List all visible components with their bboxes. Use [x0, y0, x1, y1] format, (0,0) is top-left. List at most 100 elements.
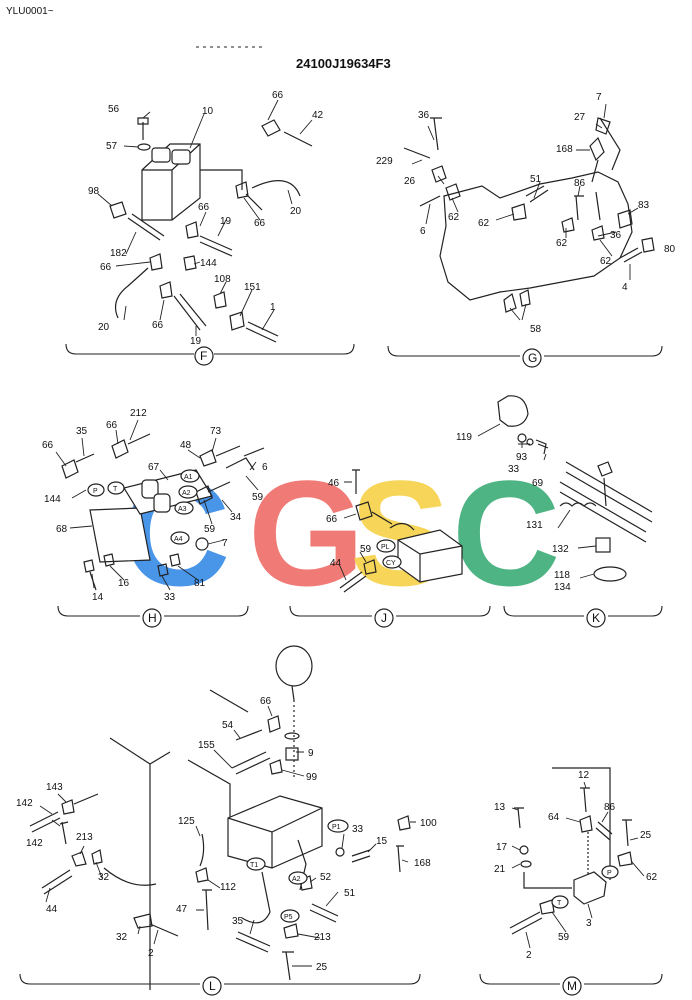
- label-h-81: 81: [194, 578, 206, 589]
- port-h-a4-label: A4: [174, 536, 183, 543]
- port-h-a4: [170, 531, 190, 545]
- label-g-36a: 36: [418, 110, 430, 121]
- washer-93: [517, 433, 527, 443]
- fitting-66-54: [235, 715, 281, 741]
- hose-20-lower: [115, 267, 149, 319]
- section-h-badge: [142, 608, 162, 628]
- bracket-h: [57, 605, 249, 617]
- fitting-2-l: [133, 913, 179, 937]
- fitting-59-h: [195, 485, 213, 505]
- section-g: 7 36 27 229 168 26 51 86 83 6 62 62 62 3…: [376, 92, 676, 368]
- fitting-66-h-left: [61, 453, 95, 479]
- block-3: [573, 871, 607, 905]
- label-l-213b: 213: [314, 932, 331, 943]
- label-f-66b: 66: [198, 202, 210, 213]
- section-j: PL CY 46 66 59 44 J: [289, 469, 491, 628]
- tube-142a: [29, 811, 61, 833]
- label-g-229: 229: [376, 156, 393, 167]
- fitting-62b: [511, 203, 527, 221]
- label-g-36b: 36: [610, 230, 622, 241]
- label-h-16: 16: [118, 578, 130, 589]
- fitting-168: [589, 136, 605, 183]
- section-g-badge: [522, 348, 542, 368]
- tube-51-l: [309, 903, 339, 923]
- label-f-66e: 66: [152, 320, 164, 331]
- label-g-62b: 62: [478, 218, 490, 229]
- port-h-p-label: P: [93, 488, 98, 495]
- fitting-66-left: [149, 253, 163, 271]
- label-g-168: 168: [556, 144, 573, 155]
- section-j-badge: [374, 608, 394, 628]
- nut-81: [169, 553, 181, 567]
- label-h-66b: 66: [106, 420, 118, 431]
- fitting-66-right: [235, 181, 263, 211]
- label-f-42: 42: [312, 110, 324, 121]
- section-m: P T 12 13 86 64 25 17 21 62 59 2 3 M: [479, 767, 663, 996]
- port-h-p: [87, 483, 105, 497]
- clamp-131: [559, 502, 597, 507]
- diagram-title: 24100J19634F3: [296, 56, 391, 71]
- solenoid-1: [141, 479, 159, 499]
- label-h-14: 14: [92, 592, 104, 603]
- label-m-64: 64: [548, 812, 560, 823]
- port-h-t-label: T: [113, 486, 118, 493]
- label-f-1: 1: [270, 302, 276, 313]
- fitting-62d: [591, 225, 605, 241]
- label-h-48: 48: [180, 440, 192, 451]
- port-m-t-label: T: [557, 900, 562, 907]
- tube-25-l: [282, 951, 294, 981]
- label-j-59: 59: [360, 544, 372, 555]
- label-h-212: 212: [130, 408, 147, 419]
- washer-33-k: [526, 438, 534, 446]
- tube-25-m: [622, 819, 632, 847]
- label-f-19b: 19: [190, 336, 202, 347]
- accumulator: [275, 645, 313, 687]
- valve-cap-1: [151, 147, 171, 163]
- label-h-34: 34: [230, 512, 242, 523]
- tube-1: [245, 321, 279, 343]
- bracket-l: [19, 973, 421, 985]
- section-f: 56 10 66 42 57 98 66 20 19 66 182 66 144…: [65, 90, 355, 366]
- label-g-26: 26: [404, 176, 416, 187]
- section-m-letter: M: [567, 979, 577, 993]
- leaders-g: [411, 103, 639, 321]
- tube-168-l: [396, 845, 404, 873]
- valve-cap-2: [171, 149, 191, 165]
- label-m-2: 2: [526, 950, 532, 961]
- label-m-12: 12: [578, 770, 590, 781]
- label-g-62d: 62: [600, 256, 612, 267]
- tube-44-j: [339, 571, 367, 593]
- label-g-58: 58: [530, 324, 542, 335]
- port-l-a2-label: A2: [292, 876, 301, 883]
- label-h-66a: 66: [42, 440, 54, 451]
- port-h-a2-label: A2: [182, 490, 191, 497]
- bolt-12: [580, 787, 590, 813]
- fitting-213-right: [283, 923, 299, 939]
- label-h-73: 73: [210, 426, 222, 437]
- tube-34: [207, 481, 231, 493]
- bolt-14: [83, 559, 97, 591]
- fitting-62-m: [617, 851, 633, 867]
- section-m-badge: [562, 976, 582, 996]
- clamp-k: [597, 461, 613, 507]
- label-m-59: 59: [558, 932, 570, 943]
- rod-229: [403, 147, 431, 159]
- label-j-66: 66: [326, 514, 338, 525]
- rod-6: [419, 195, 441, 207]
- label-m-25: 25: [640, 830, 652, 841]
- label-k-132: 132: [552, 544, 569, 555]
- fitting-112: [195, 867, 209, 883]
- bolt-69: [535, 439, 549, 455]
- hose-125: [199, 833, 205, 867]
- bolt-56: [137, 117, 149, 140]
- label-l-44: 44: [46, 904, 58, 915]
- label-f-66a: 66: [272, 90, 284, 101]
- label-l-9: 9: [308, 748, 314, 759]
- valve-block-l-edges: [227, 807, 323, 868]
- valve-top-j: [389, 522, 415, 531]
- label-h-35: 35: [76, 426, 88, 437]
- label-l-99: 99: [306, 772, 318, 783]
- port-m-p-label: P: [607, 870, 612, 877]
- label-l-142a: 142: [16, 798, 33, 809]
- fitting-144: [183, 255, 197, 271]
